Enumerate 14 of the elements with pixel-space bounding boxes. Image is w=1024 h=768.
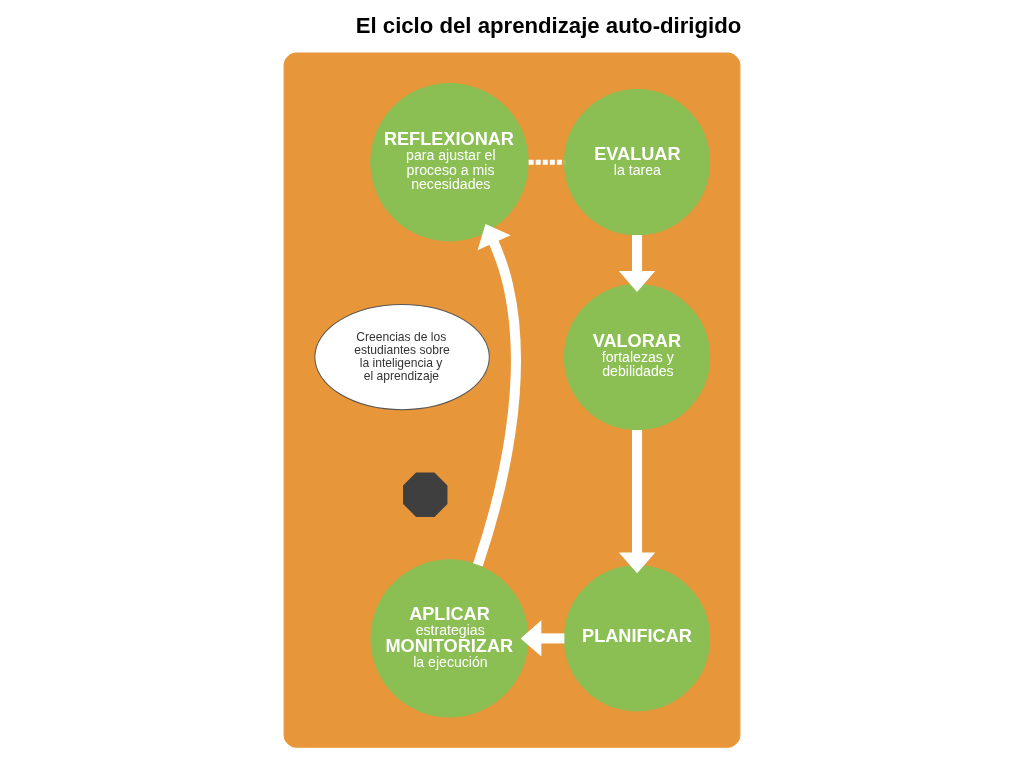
- arrow: [618, 235, 656, 292]
- node-ellipse: Creencias de los estudiantes sobre la inteligencia y el aprendizaje: [314, 304, 490, 411]
- node-circle: VALORAR fortalezas y debilidades: [563, 284, 711, 431]
- arrow: [473, 223, 521, 567]
- node-circle: REFLEXIONAR para ajustar el proceso a mis necesidades: [370, 83, 529, 242]
- diagram-title: El ciclo del aprendizaje auto-dirigido: [355, 13, 742, 39]
- arrow: [618, 430, 656, 574]
- node-circle: EVALUAR la tarea: [563, 89, 711, 236]
- node-circle: APLICAR estrategias MONITORIZAR la ejecución: [370, 559, 529, 718]
- arrow: [520, 620, 565, 657]
- cluster: [283, 52, 741, 748]
- node-person: [403, 472, 448, 517]
- connector: [528, 159, 565, 165]
- node-circle: PLANIFICAR: [563, 565, 711, 712]
